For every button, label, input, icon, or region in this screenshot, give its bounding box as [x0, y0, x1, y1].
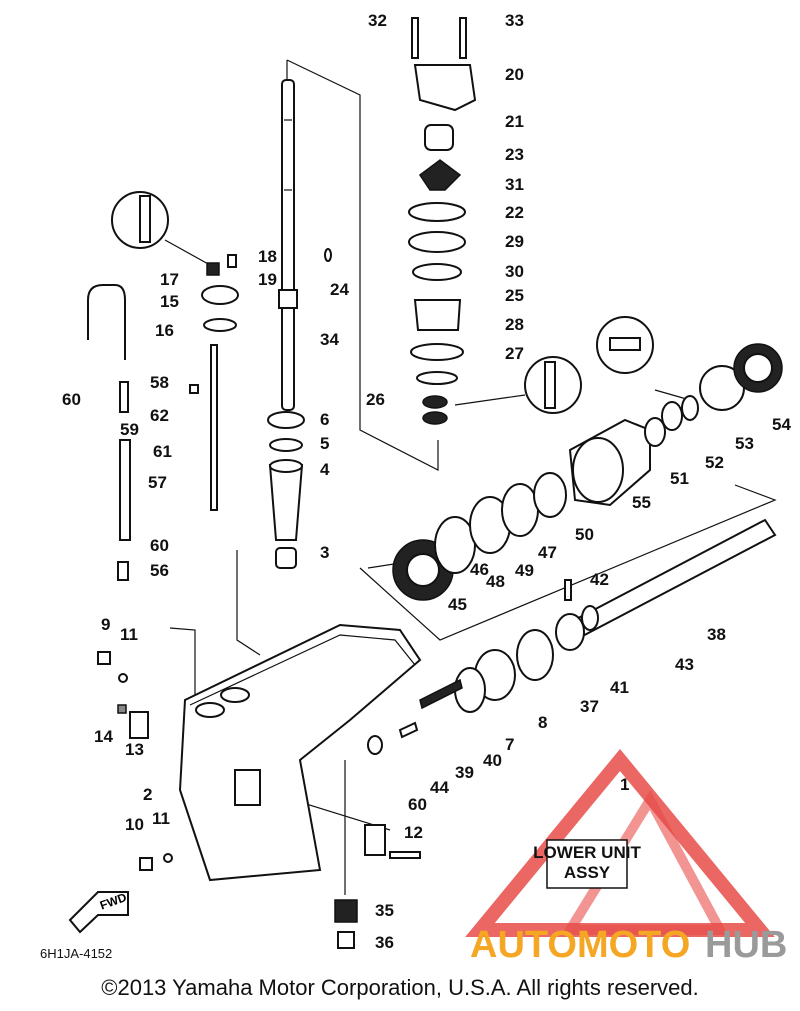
leader-lines: [164, 59, 777, 895]
callout-20: 20: [505, 65, 524, 84]
callout-45: 45: [448, 595, 467, 614]
callout-44: 44: [430, 778, 449, 797]
callout-51: 51: [670, 469, 689, 488]
callout-42: 42: [590, 570, 609, 589]
callout-3: 3: [320, 543, 329, 562]
callout-6: 6: [320, 410, 329, 429]
callout-54: 54: [772, 415, 791, 434]
shift-rod: [210, 344, 218, 511]
fasteners: [97, 248, 421, 949]
watermark-text-1: AUTOMOTO: [470, 924, 690, 966]
callout-18: 18: [258, 247, 277, 266]
callout-35: 35: [375, 901, 394, 920]
callout-14: 14: [94, 727, 113, 746]
callout-24: 24: [330, 280, 349, 299]
callout-13: 13: [125, 740, 144, 759]
assy-line1: LOWER UNIT: [533, 843, 641, 862]
callout-8: 8: [538, 713, 547, 732]
callout-5: 5: [320, 434, 329, 453]
callout-43: 43: [675, 655, 694, 674]
callout-19: 19: [258, 270, 277, 289]
callout-4: 4: [320, 460, 330, 479]
callout-9: 9: [101, 615, 110, 634]
lower-case: [178, 623, 422, 882]
callout-50: 50: [575, 525, 594, 544]
callout-27: 27: [505, 344, 524, 363]
callout-56: 56: [150, 561, 169, 580]
callout-34: 34: [320, 330, 339, 349]
callout-23: 23: [505, 145, 524, 164]
callout-11: 11: [152, 809, 170, 828]
callout-36: 36: [375, 933, 394, 952]
callout-33: 33: [505, 11, 524, 30]
grommet-tube: [87, 284, 126, 360]
drive-shaft-bearings: [267, 411, 305, 569]
diagram-code: 6H1JA-4152: [40, 946, 113, 961]
callout-28: 28: [505, 315, 524, 334]
shift-cam-parts: [201, 254, 239, 332]
callout-10: 10: [125, 815, 144, 834]
callout-1: 1: [620, 775, 629, 794]
callout-53: 53: [735, 434, 754, 453]
assy-line2: ASSY: [564, 863, 611, 882]
callout-26: 26: [366, 390, 385, 409]
callout-22: 22: [505, 203, 524, 222]
callout-29: 29: [505, 232, 524, 251]
callout-60: 60: [150, 536, 169, 555]
callout-59: 59: [120, 420, 139, 439]
callout-39: 39: [455, 763, 474, 782]
callout-38: 38: [707, 625, 726, 644]
callout-46: 46: [470, 560, 489, 579]
water-tube: [119, 439, 131, 541]
copyright-notice: ©2013 Yamaha Motor Corporation, U.S.A. A…: [101, 975, 699, 1000]
callout-2: 2: [143, 785, 152, 804]
fwd-arrow: FWD: [68, 890, 129, 934]
callout-48: 48: [486, 572, 505, 591]
callout-49: 49: [515, 561, 534, 580]
callout-7: 7: [505, 735, 514, 754]
callout-60: 60: [408, 795, 427, 814]
callout-11: 11: [120, 625, 138, 644]
callout-17: 17: [160, 270, 179, 289]
callout-12: 12: [404, 823, 423, 842]
callout-60: 60: [62, 390, 81, 409]
callout-30: 30: [505, 262, 524, 281]
assy-label-box: LOWER UNIT ASSY: [533, 839, 641, 889]
callout-58: 58: [150, 373, 169, 392]
callout-61: 61: [153, 442, 172, 461]
callout-labels: 1234567891011111213141516171819202122232…: [62, 11, 791, 952]
propeller-shaft-assembly: [367, 518, 777, 755]
callout-41: 41: [610, 678, 629, 697]
callout-47: 47: [538, 543, 557, 562]
watermark-text-2: HUB: [705, 924, 787, 966]
drive-shaft: [278, 79, 298, 411]
callout-21: 21: [505, 112, 524, 131]
water-pump-stack: [408, 17, 477, 425]
callout-37: 37: [580, 697, 599, 716]
callout-55: 55: [632, 493, 651, 512]
callout-62: 62: [150, 406, 169, 425]
forward-gear-stack: [392, 343, 783, 601]
callout-31: 31: [505, 175, 524, 194]
callout-57: 57: [148, 473, 167, 492]
callout-25: 25: [505, 286, 524, 305]
callout-15: 15: [160, 292, 179, 311]
detail-insets: [111, 191, 654, 414]
callout-52: 52: [705, 453, 724, 472]
callout-40: 40: [483, 751, 502, 770]
callout-16: 16: [155, 321, 174, 340]
callout-32: 32: [368, 11, 387, 30]
